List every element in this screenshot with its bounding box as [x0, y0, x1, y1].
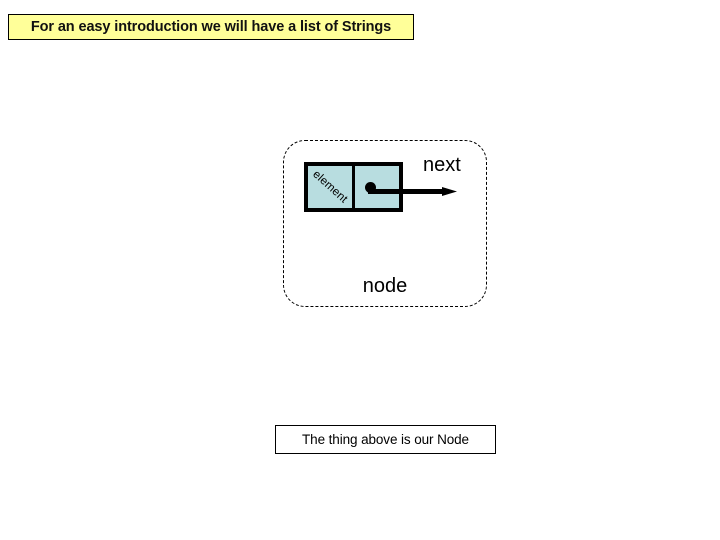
page-title: For an easy introduction we will have a … [30, 19, 392, 35]
node-group-outline [283, 140, 487, 307]
title-banner: For an easy introduction we will have a … [8, 14, 414, 40]
node-box: element [304, 162, 403, 212]
node-label: node [362, 275, 408, 297]
next-label: next [423, 154, 461, 176]
caption-text: The thing above is our Node [302, 432, 469, 447]
element-label: element [310, 168, 350, 206]
node-cell-next [355, 166, 399, 208]
caption-box: The thing above is our Node [275, 425, 496, 454]
node-cell-element: element [308, 166, 355, 208]
arrow-right-icon [368, 183, 460, 196]
pointer-dot-icon [365, 182, 376, 193]
